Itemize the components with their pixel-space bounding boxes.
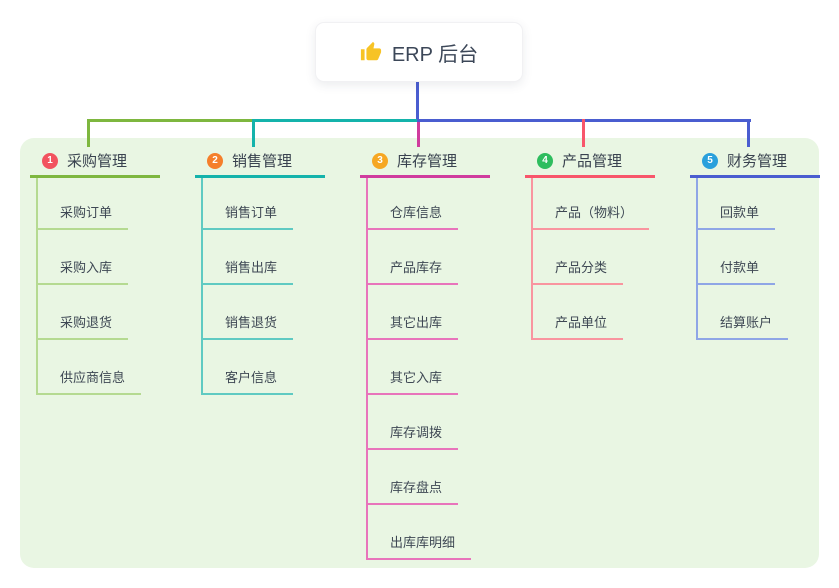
branch-children: 回款单 付款单 结算账户 bbox=[696, 178, 789, 340]
connector-root-drop bbox=[416, 82, 419, 121]
child-label: 产品（物料） bbox=[555, 205, 634, 220]
child-node[interactable]: 采购入库 bbox=[38, 230, 129, 285]
branch-purchase: 1 采购管理 采购订单 采购入库 采购退货 供应商信息 bbox=[30, 146, 160, 395]
child-node[interactable]: 出库库明细 bbox=[368, 505, 472, 560]
child-label: 其它入库 bbox=[390, 370, 443, 385]
child-label: 产品库存 bbox=[390, 260, 443, 275]
branch-children: 产品（物料） 产品分类 产品单位 bbox=[531, 178, 650, 340]
root-title: ERP 后台 bbox=[391, 43, 479, 66]
child-node[interactable]: 库存盘点 bbox=[368, 450, 459, 505]
branch-label: 产品管理 bbox=[562, 153, 623, 170]
child-node[interactable]: 销售出库 bbox=[203, 230, 294, 285]
background-panel bbox=[20, 138, 819, 568]
child-label: 客户信息 bbox=[225, 370, 278, 385]
child-node[interactable]: 付款单 bbox=[698, 230, 776, 285]
child-label: 采购订单 bbox=[60, 205, 113, 220]
branch-label: 销售管理 bbox=[232, 153, 293, 170]
branch-label: 采购管理 bbox=[67, 153, 128, 170]
child-label: 仓库信息 bbox=[390, 205, 443, 220]
connector-drop-branch1 bbox=[87, 119, 90, 147]
branch-sales: 2 销售管理 销售订单 销售出库 销售退货 客户信息 bbox=[195, 146, 325, 395]
child-label: 产品单位 bbox=[555, 315, 608, 330]
branch-inventory: 3 库存管理 仓库信息 产品库存 其它出库 其它入库 库存调拨 库存盘点 出库库… bbox=[360, 146, 490, 560]
child-node[interactable]: 结算账户 bbox=[698, 285, 789, 340]
child-label: 供应商信息 bbox=[60, 370, 126, 385]
child-node[interactable]: 产品分类 bbox=[533, 230, 624, 285]
branch-product: 4 产品管理 产品（物料） 产品分类 产品单位 bbox=[525, 146, 655, 340]
connector-bus-left bbox=[87, 119, 255, 122]
connector-drop-branch4 bbox=[582, 119, 585, 147]
child-node[interactable]: 其它出库 bbox=[368, 285, 459, 340]
branch-title-inventory[interactable]: 3 库存管理 bbox=[360, 146, 490, 178]
badge-5: 5 bbox=[702, 152, 718, 169]
branch-title-product[interactable]: 4 产品管理 bbox=[525, 146, 655, 178]
branch-title-purchase[interactable]: 1 采购管理 bbox=[30, 146, 160, 178]
child-node[interactable]: 采购订单 bbox=[38, 178, 129, 230]
branch-children: 采购订单 采购入库 采购退货 供应商信息 bbox=[36, 178, 142, 395]
child-node[interactable]: 销售退货 bbox=[203, 285, 294, 340]
child-node[interactable]: 仓库信息 bbox=[368, 178, 459, 230]
child-label: 其它出库 bbox=[390, 315, 443, 330]
child-label: 销售退货 bbox=[225, 315, 278, 330]
child-label: 销售订单 bbox=[225, 205, 278, 220]
child-node[interactable]: 库存调拨 bbox=[368, 395, 459, 450]
child-node[interactable]: 客户信息 bbox=[203, 340, 294, 395]
child-label: 库存盘点 bbox=[390, 480, 443, 495]
branch-children: 销售订单 销售出库 销售退货 客户信息 bbox=[201, 178, 294, 395]
child-node[interactable]: 销售订单 bbox=[203, 178, 294, 230]
badge-1: 1 bbox=[42, 152, 58, 169]
thumbs-up-icon bbox=[360, 41, 382, 63]
child-label: 出库库明细 bbox=[390, 535, 456, 550]
connector-bus-midleft bbox=[252, 119, 420, 122]
branch-label: 财务管理 bbox=[727, 153, 788, 170]
branch-finance: 5 财务管理 回款单 付款单 结算账户 bbox=[690, 146, 820, 340]
child-label: 销售出库 bbox=[225, 260, 278, 275]
child-label: 采购退货 bbox=[60, 315, 113, 330]
branch-label: 库存管理 bbox=[397, 153, 458, 170]
child-label: 采购入库 bbox=[60, 260, 113, 275]
badge-4: 4 bbox=[537, 152, 553, 169]
branch-children: 仓库信息 产品库存 其它出库 其它入库 库存调拨 库存盘点 出库库明细 bbox=[366, 178, 472, 560]
child-label: 产品分类 bbox=[555, 260, 608, 275]
badge-2: 2 bbox=[207, 152, 223, 169]
root-node[interactable]: ERP 后台 bbox=[315, 22, 523, 82]
badge-3: 3 bbox=[372, 152, 388, 169]
branch-title-sales[interactable]: 2 销售管理 bbox=[195, 146, 325, 178]
child-node[interactable]: 回款单 bbox=[698, 178, 776, 230]
child-node[interactable]: 产品单位 bbox=[533, 285, 624, 340]
branch-title-finance[interactable]: 5 财务管理 bbox=[690, 146, 820, 178]
child-node[interactable]: 其它入库 bbox=[368, 340, 459, 395]
child-node[interactable]: 采购退货 bbox=[38, 285, 129, 340]
child-label: 库存调拨 bbox=[390, 425, 443, 440]
child-node[interactable]: 产品库存 bbox=[368, 230, 459, 285]
child-label: 结算账户 bbox=[720, 315, 773, 330]
child-label: 回款单 bbox=[720, 205, 760, 220]
connector-drop-branch5 bbox=[747, 119, 750, 147]
child-node[interactable]: 产品（物料） bbox=[533, 178, 650, 230]
connector-drop-branch2 bbox=[252, 119, 255, 147]
child-label: 付款单 bbox=[720, 260, 760, 275]
child-node[interactable]: 供应商信息 bbox=[38, 340, 142, 395]
connector-drop-branch3 bbox=[417, 122, 420, 147]
